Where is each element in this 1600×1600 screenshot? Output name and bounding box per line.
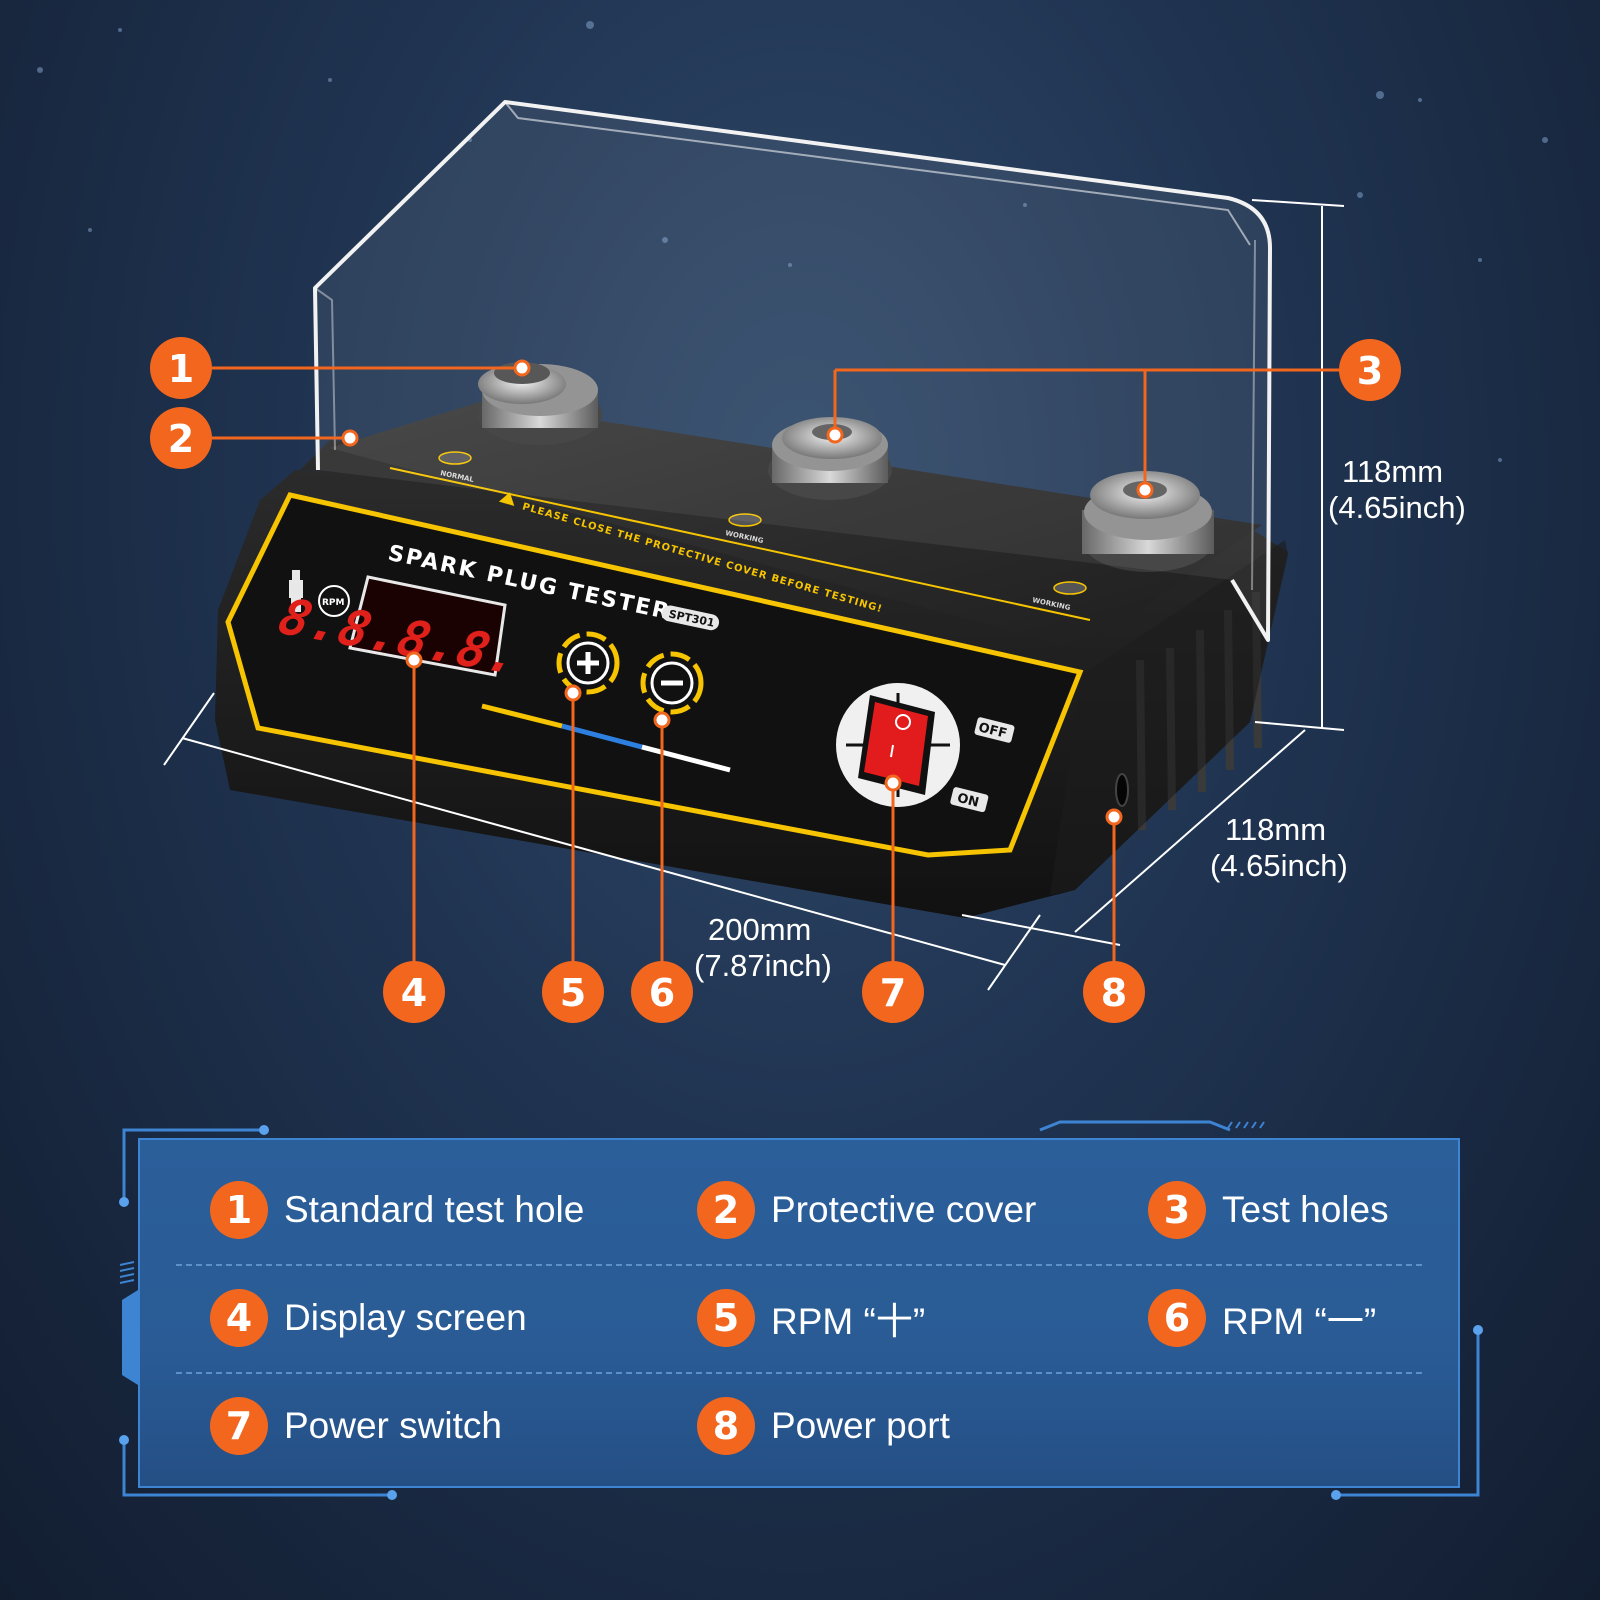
callout-leaders: [212, 366, 1340, 962]
legend-item-rpm-minus: 6 RPM “一”: [1148, 1288, 1376, 1348]
legend-badge: 6: [1148, 1289, 1206, 1347]
callout-7: 7: [862, 961, 924, 1023]
switch-on-label: ON: [950, 787, 989, 813]
svg-text:2: 2: [168, 417, 194, 461]
legend-item-power-switch: 7 Power switch: [210, 1396, 502, 1456]
legend-label: Display screen: [284, 1297, 527, 1338]
legend-label: RPM “十”: [771, 1301, 926, 1342]
callout-4: 4: [383, 961, 445, 1023]
legend-item-display-screen: 4 Display screen: [210, 1288, 527, 1348]
legend-item-protective-cover: 2 Protective cover: [697, 1180, 1036, 1240]
legend-label: Power port: [771, 1405, 950, 1446]
width-dimension-mm: 200mm: [708, 912, 811, 947]
callout-3: 3: [1339, 339, 1401, 401]
width-dimension-inch: (7.87inch): [694, 948, 832, 983]
legend-item-power-port: 8 Power port: [697, 1396, 950, 1456]
legend-frame-ticks: [119, 1121, 1265, 1284]
legend-frame-decoration: [122, 1120, 1480, 1497]
rpm-plus-button[interactable]: [556, 631, 620, 695]
protective-cover: [313, 100, 1272, 642]
svg-text:1: 1: [168, 347, 194, 391]
svg-text:3: 3: [1357, 349, 1383, 393]
svg-text:RPM: RPM: [322, 598, 345, 608]
test-hole: [1082, 471, 1214, 572]
power-switch[interactable]: OFF ON: [836, 683, 1015, 813]
callout-1: 1: [150, 337, 212, 399]
rpm-icon: RPM: [318, 585, 350, 617]
height-dimension-inch: (4.65inch): [1328, 490, 1466, 525]
legend-item-rpm-plus: 5 RPM “十”: [697, 1288, 925, 1348]
background-stars: [37, 21, 1548, 462]
callout-8: 8: [1083, 961, 1145, 1023]
legend-badge: 7: [210, 1397, 268, 1455]
legend-label: Test holes: [1222, 1189, 1389, 1230]
legend-divider: [176, 1372, 1422, 1374]
svg-text:ON: ON: [955, 791, 980, 811]
switch-off-label: OFF: [974, 717, 1015, 743]
panel-stripe: [481, 703, 731, 773]
callout-2: 2: [150, 407, 212, 469]
spark-plug-icon: [289, 570, 303, 612]
legend-badge: 4: [210, 1289, 268, 1347]
legend-badge: 1: [210, 1181, 268, 1239]
legend-item-test-holes: 3 Test holes: [1148, 1180, 1389, 1240]
legend-badge: 3: [1148, 1181, 1206, 1239]
svg-text:7: 7: [880, 971, 906, 1015]
svg-text:OFF: OFF: [977, 720, 1009, 742]
rpm-minus-button[interactable]: [640, 651, 704, 715]
depth-dimension-inch: (4.65inch): [1210, 848, 1348, 883]
legend-item-standard-test-hole: 1 Standard test hole: [210, 1180, 584, 1240]
legend-row: 4 Display screen 5 RPM “十” 6 RPM “一”: [140, 1270, 1458, 1370]
svg-text:4: 4: [401, 971, 427, 1015]
legend-divider: [176, 1264, 1422, 1266]
power-port[interactable]: [1115, 773, 1129, 807]
legend-label: Protective cover: [771, 1189, 1037, 1230]
legend-frame-dots: [119, 1125, 1483, 1500]
depth-dimension-mm: 118mm: [1225, 812, 1326, 847]
legend-panel: 1 Standard test hole 2 Protective cover …: [138, 1138, 1460, 1488]
height-dimension-mm: 118mm: [1342, 454, 1443, 489]
legend-frame-tab: [122, 1290, 138, 1385]
standard-test-hole: [478, 362, 602, 445]
legend-badge: 8: [697, 1397, 755, 1455]
callout-5: 5: [542, 961, 604, 1023]
legend-label: Standard test hole: [284, 1189, 585, 1230]
legend-row: 7 Power switch 8 Power port: [140, 1378, 1458, 1478]
legend-badge: 2: [697, 1181, 755, 1239]
legend-row: 1 Standard test hole 2 Protective cover …: [140, 1162, 1458, 1262]
svg-text:8: 8: [1101, 971, 1127, 1015]
legend-badge: 5: [697, 1289, 755, 1347]
legend-label: RPM “一”: [1222, 1301, 1377, 1342]
callout-6: 6: [631, 961, 693, 1023]
dimension-lines: [163, 199, 1345, 991]
callout-dots: [341, 359, 1154, 826]
legend-label: Power switch: [284, 1405, 502, 1446]
svg-text:5: 5: [560, 971, 586, 1015]
svg-text:6: 6: [649, 971, 675, 1015]
